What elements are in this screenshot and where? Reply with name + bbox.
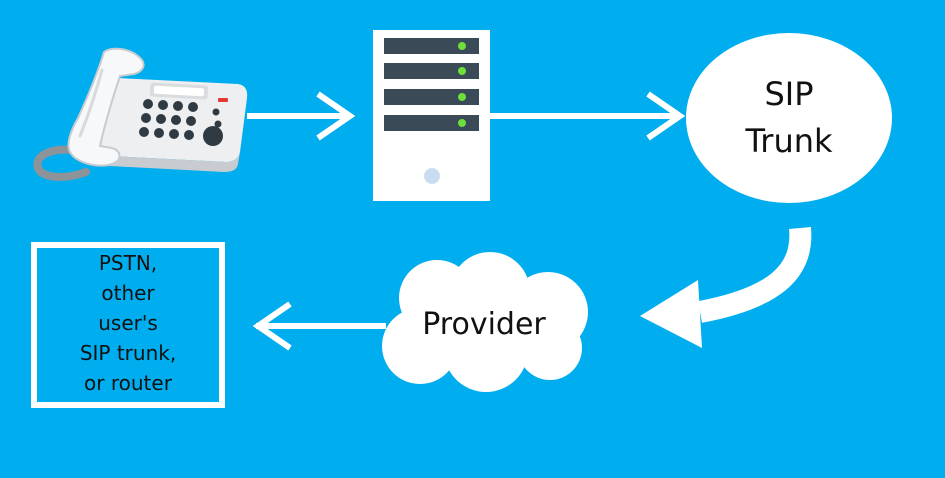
arrow-icon <box>490 91 686 141</box>
destination-line: SIP trunk, <box>79 341 177 365</box>
destination-box: PSTN, other user's SIP trunk, or router <box>31 242 225 408</box>
sip-trunk-label-line2: Trunk <box>744 122 833 160</box>
server-icon <box>373 30 490 201</box>
provider-label: Provider <box>422 307 546 342</box>
destination-label: PSTN, other user's SIP trunk, or router <box>80 248 176 398</box>
arrow-icon <box>252 301 386 351</box>
destination-line: PSTN, <box>98 251 158 275</box>
destination-line: other <box>101 281 155 305</box>
cloud-icon: Provider <box>382 252 588 392</box>
arrow-icon <box>247 91 356 141</box>
sip-trunk-label-line1: SIP <box>764 75 813 113</box>
sip-trunk-ellipse: SIP Trunk <box>686 33 892 203</box>
destination-line: user's <box>98 311 158 335</box>
desk-phone-icon <box>33 47 248 181</box>
arrow-icon <box>640 227 812 348</box>
destination-line: or router <box>84 371 172 395</box>
